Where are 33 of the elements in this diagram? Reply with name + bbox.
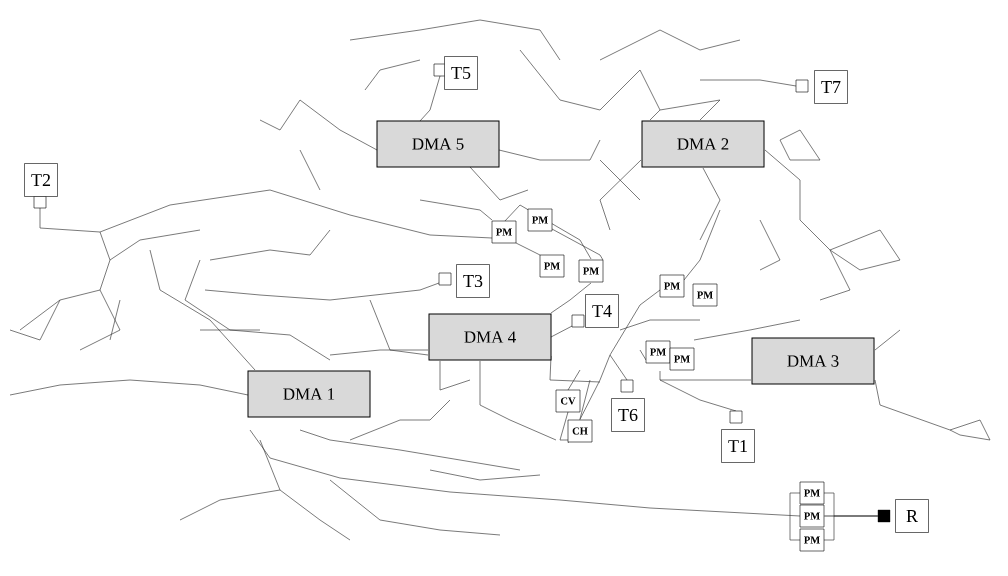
meter-box: PM [491, 220, 517, 244]
tank-symbol [795, 79, 809, 93]
tank-label: T2 [24, 163, 58, 197]
meter-box: CV [555, 389, 581, 413]
meter-box: PM [799, 504, 825, 528]
district-box: DMA 4 [428, 313, 552, 361]
meter-box: PM [645, 340, 671, 364]
meter-box: CH [567, 419, 593, 443]
district-box: DMA 5 [376, 120, 500, 168]
tank-label: T1 [721, 429, 755, 463]
reservoir-symbol [877, 509, 891, 523]
tank-label: T3 [456, 264, 490, 298]
meter-box: PM [539, 254, 565, 278]
meter-box: PM [799, 481, 825, 505]
district-box: DMA 2 [641, 120, 765, 168]
meter-box: PM [692, 283, 718, 307]
meter-box: PM [578, 259, 604, 283]
tank-label: T4 [585, 294, 619, 328]
meter-box: PM [527, 208, 553, 232]
pipe-line [823, 515, 879, 517]
tank-label: T5 [444, 56, 478, 90]
tank-symbol [729, 410, 743, 424]
meter-box: PM [799, 528, 825, 552]
meter-box: PM [659, 274, 685, 298]
tank-label: R [895, 499, 929, 533]
district-box: DMA 1 [247, 370, 371, 418]
tank-label: T6 [611, 398, 645, 432]
tank-label: T7 [814, 70, 848, 104]
district-box: DMA 3 [751, 337, 875, 385]
meter-box: PM [669, 347, 695, 371]
tank-symbol [571, 314, 585, 328]
tank-symbol [620, 379, 634, 393]
tank-symbol [438, 272, 452, 286]
